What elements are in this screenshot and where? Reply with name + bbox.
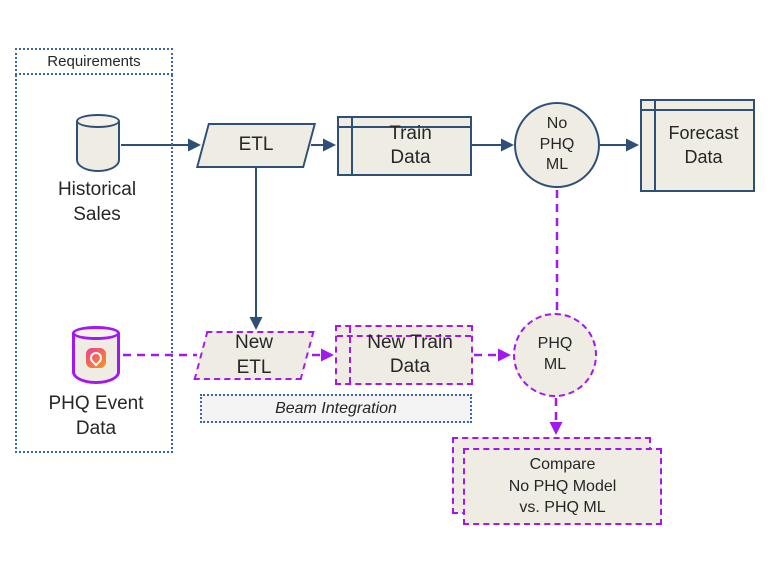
cylinder-body [76, 121, 120, 172]
cylinder-top [72, 326, 120, 340]
arrowhead-etl-to-train [323, 138, 336, 152]
forecast-data-column-line [654, 101, 656, 190]
new-train-data-column-line [349, 327, 351, 383]
beam-integration-label: Beam Integration [200, 394, 472, 423]
arrowhead-newetl-to-newtrain [321, 348, 334, 362]
node-etl: ETL [195, 123, 317, 168]
phq-event-data-cylinder [72, 326, 120, 384]
etl-label: ETL [238, 134, 274, 156]
phq-event-data-label: PHQ Event Data [48, 392, 144, 439]
new-etl-label: New ETL [234, 332, 273, 378]
node-phq-ml: PHQ ML [513, 313, 597, 397]
new-train-data-label: New Train Data [367, 331, 453, 377]
train-data-header-line [339, 126, 470, 128]
predicthq-logo-icon [86, 348, 106, 368]
arrowhead-etl-to-newetl [249, 317, 263, 330]
historical-sales-label: Historical Sales [57, 178, 137, 225]
forecast-data-label: Forecast Data [668, 123, 739, 167]
requirements-label: Requirements [15, 48, 173, 75]
train-data-column-line [351, 118, 353, 174]
node-train-data: Train Data [337, 116, 472, 176]
arrowhead-nophq-to-forecast [626, 138, 639, 152]
node-compare: Compare No PHQ Model vs. PHQ ML [463, 448, 662, 525]
node-new-etl: New ETL [193, 331, 315, 380]
forecast-data-header-line [642, 109, 753, 111]
arrowhead-train-to-nophq [501, 138, 514, 152]
arrowhead-phqml-to-compare [549, 422, 563, 435]
map-pin-icon [87, 349, 105, 367]
node-forecast-data: Forecast Data [640, 99, 755, 192]
node-no-phq-ml: No PHQ ML [514, 102, 600, 188]
historical-sales-cylinder [76, 114, 120, 172]
cylinder-top [76, 114, 120, 128]
train-data-label: Train Data [389, 122, 432, 168]
arrowhead-newtrain-to-phqml [498, 348, 511, 362]
new-train-data-header-line [337, 335, 471, 337]
node-new-train-data: New Train Data [335, 325, 473, 385]
